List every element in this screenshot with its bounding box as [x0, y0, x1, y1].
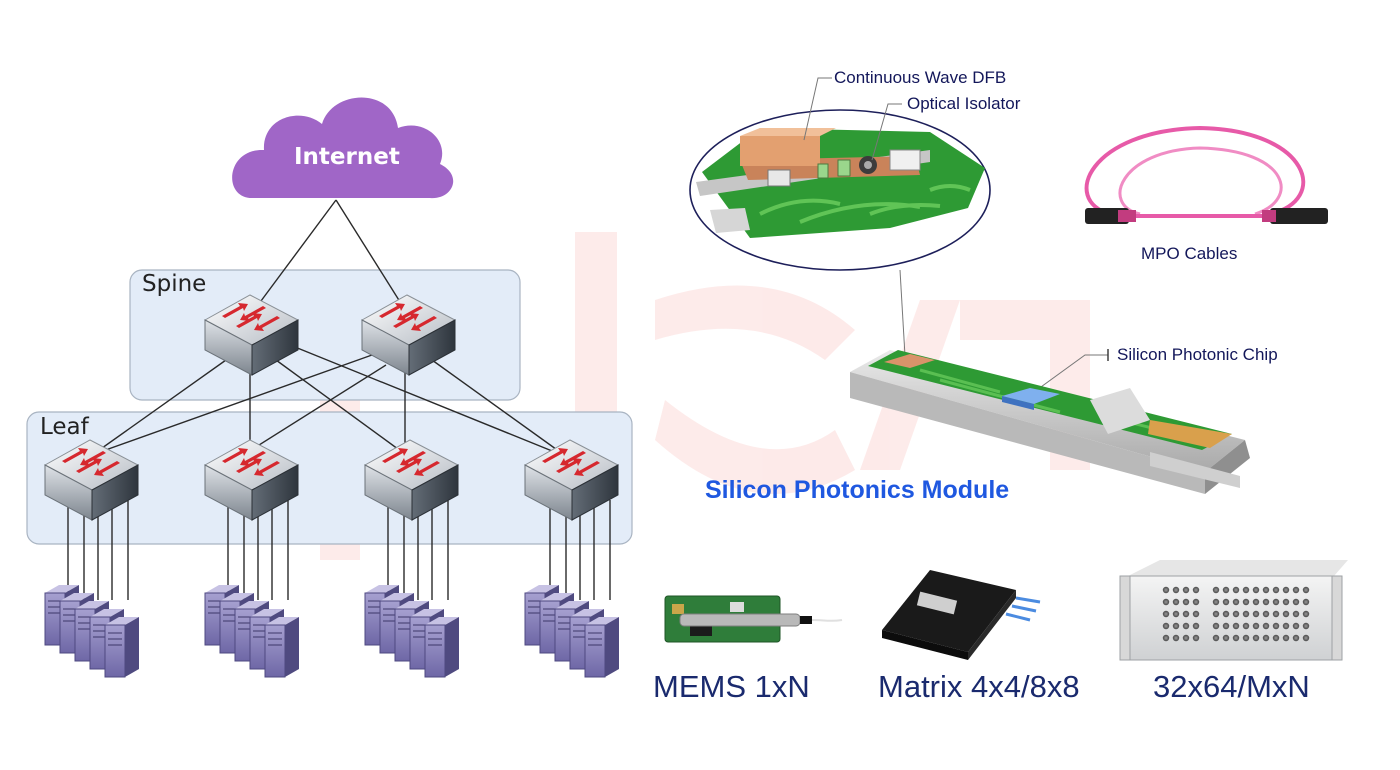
- mems-caption: MEMS 1xN: [653, 669, 810, 704]
- mpo-cable: [1084, 125, 1328, 224]
- callout-leaders: [803, 77, 1108, 393]
- switch-arrows-icon: [222, 448, 280, 476]
- switch-arrows-icon: [542, 448, 600, 476]
- server-group-4: [524, 585, 619, 678]
- switch-arrows-icon: [62, 448, 120, 476]
- chassis-caption: 32x64/MxN: [1153, 669, 1310, 704]
- server-group-3: [364, 585, 459, 678]
- network-links: [67, 199, 611, 600]
- leaf-zone: [26, 411, 633, 545]
- switch-arrows-icon: [379, 303, 437, 331]
- photonics-module: [850, 350, 1250, 494]
- mpo-cables-label: MPO Cables: [1141, 244, 1238, 263]
- matrix-device: [882, 570, 1041, 660]
- leaf-switch-2: [203, 439, 300, 521]
- zoom-pcb: [696, 128, 985, 238]
- internet-cloud: [232, 97, 454, 199]
- leaf-switch-3: [363, 439, 460, 521]
- matrix-caption: Matrix 4x4/8x8: [878, 669, 1080, 704]
- chassis-device: [1119, 560, 1348, 661]
- internet-label: Internet: [294, 144, 400, 170]
- leaf-switch-4: [523, 439, 620, 521]
- callout-isolator: Optical Isolator: [907, 94, 1021, 113]
- spine-switch-2: [360, 294, 457, 376]
- callout-dfb: Continuous Wave DFB: [834, 68, 1007, 87]
- leaf-switch-1: [43, 439, 140, 521]
- module-title: Silicon Photonics Module: [705, 476, 1010, 504]
- switch-arrows-icon: [382, 448, 440, 476]
- spine-switch-1: [203, 294, 300, 376]
- leaf-label: Leaf: [40, 414, 89, 440]
- server-group-2: [204, 585, 299, 678]
- spine-label: Spine: [142, 271, 207, 297]
- callout-chip: Silicon Photonic Chip: [1117, 345, 1278, 364]
- switch-arrows-icon: [222, 303, 280, 331]
- server-group-1: [44, 585, 139, 678]
- mems-device: [664, 595, 843, 643]
